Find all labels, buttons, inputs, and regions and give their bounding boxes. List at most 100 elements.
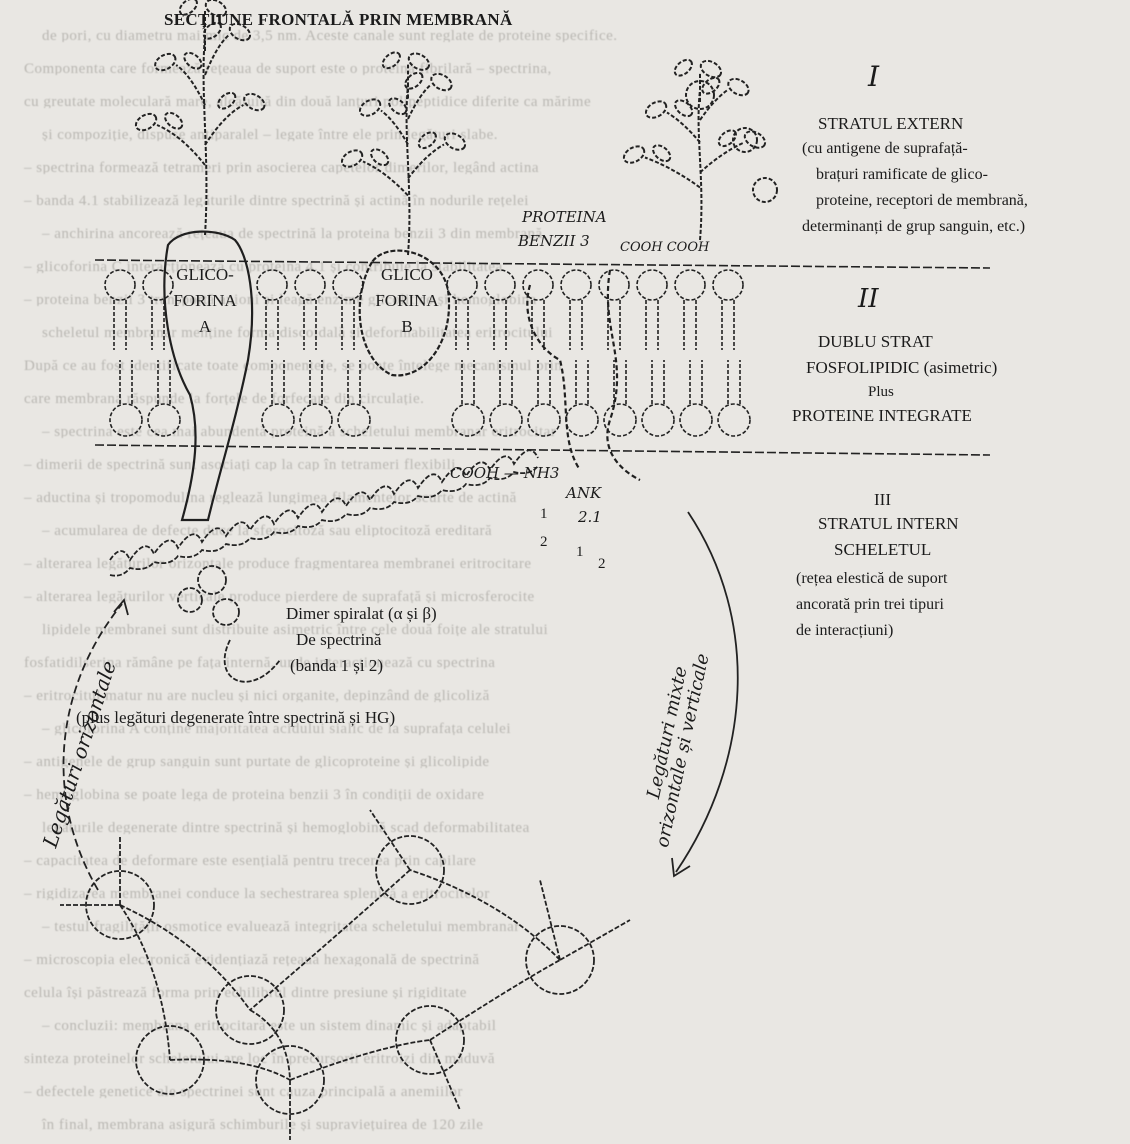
middle-layer-line-2: FOSFOLIPIDIC (asimetric) xyxy=(806,358,997,378)
spectrin-number-4: 2 xyxy=(598,556,606,573)
glycan-a-branch xyxy=(176,65,205,105)
lipid-head-inner xyxy=(604,404,636,436)
middle-layer-line-4: PROTEINE INTEGRATE xyxy=(792,406,972,426)
lipid-head-inner xyxy=(110,404,142,436)
spectrin-tetramer-link xyxy=(170,1059,290,1080)
ankyrin-label-1: ANK xyxy=(566,484,601,502)
lipid-head-inner xyxy=(566,404,598,436)
spectrin-tetramer-link xyxy=(430,1040,460,1110)
glycan-c-leaf xyxy=(672,57,695,79)
glycan-c-leaf xyxy=(621,143,647,166)
lipid-head-inner xyxy=(528,404,560,436)
lipid-tail-inner xyxy=(158,360,170,404)
glycan-b-leaf xyxy=(357,96,383,119)
inner-layer-line-1: STRATUL INTERN xyxy=(818,514,959,534)
glycan-b-leaf xyxy=(380,49,403,71)
glycan-a-leaf xyxy=(162,110,185,132)
outer-layer-desc-2: brațuri ramificate de glico- xyxy=(816,166,988,184)
glycan-b-branch xyxy=(408,85,431,119)
glycan-a-leaf xyxy=(215,90,238,112)
glycan-a-stem xyxy=(204,35,207,235)
glycan-c-leaf xyxy=(650,142,673,164)
lipid-tail-inner xyxy=(272,360,284,404)
spectrin-tetramer-link xyxy=(430,960,560,1040)
lipid-tail-outer xyxy=(722,300,734,350)
spectrin-tetramer-link xyxy=(250,1010,290,1080)
lipid-head-inner xyxy=(642,404,674,436)
spectrin-tetramer-link xyxy=(410,870,560,960)
inner-layer-line-4: ancorată prin trei tipuri xyxy=(796,596,944,614)
lipid-tail-outer xyxy=(684,300,696,350)
glycan-b-branch xyxy=(363,162,408,196)
inner-layer-line-5: de interacțiuni) xyxy=(796,622,893,640)
outer-layer-desc-1: (cu antigene de suprafață- xyxy=(802,140,968,158)
glycan-b-branch xyxy=(381,111,408,145)
glycan-c-leaf xyxy=(643,98,669,121)
lipid-tail-inner xyxy=(500,360,512,404)
glycan-a-leaf xyxy=(152,51,178,74)
lipid-tail-inner xyxy=(120,360,132,404)
middle-layer-line-3: Plus xyxy=(868,384,894,401)
glycophorin-a-label: GLICO- FORINA A xyxy=(160,262,250,340)
lipid-head-outer xyxy=(713,270,743,300)
spectrin-number-1: 1 xyxy=(540,506,548,523)
lipid-tail-outer xyxy=(532,300,544,350)
interaction-arrows xyxy=(64,512,738,890)
glycan-b-leaf xyxy=(402,70,425,92)
lipid-tail-outer xyxy=(456,300,468,350)
lipid-tail-outer xyxy=(342,300,354,350)
lipid-head-outer xyxy=(105,270,135,300)
glycan-branches xyxy=(133,0,777,255)
glycan-c-stem xyxy=(699,90,702,240)
band3-label-2: BENZII 3 xyxy=(518,232,590,250)
lipid-tail-inner xyxy=(348,360,360,404)
lipid-head-inner xyxy=(338,404,370,436)
glycan-c-branch xyxy=(645,158,700,188)
spectrin-tetramer-link xyxy=(250,870,410,1010)
glycan-c-bead xyxy=(753,178,777,202)
spectrin-tetramer-link xyxy=(290,1040,430,1080)
spectrin-loop xyxy=(225,640,280,682)
glycophorin-b-line-3: B xyxy=(362,314,452,340)
terminal-label: COOH — NH3 xyxy=(450,464,559,482)
glycan-b-leaf xyxy=(442,130,468,153)
glycan-c-leaf xyxy=(672,97,695,119)
spectrin-label-2: De spectrină xyxy=(296,630,381,650)
band-4-1-bead xyxy=(213,599,239,625)
mixed-arrow-head xyxy=(672,858,690,876)
lipid-head-inner xyxy=(300,404,332,436)
cooh-label: COOH COOH xyxy=(620,240,709,255)
outer-layer-title: STRATUL EXTERN xyxy=(818,114,963,134)
lipid-head-outer xyxy=(599,270,629,300)
glycophorin-b-line-1: GLICO xyxy=(362,262,452,288)
spectrin-label-1: Dimer spiralat (α și β) xyxy=(286,604,437,624)
lipid-tail-outer xyxy=(114,300,126,350)
glycan-a-branch xyxy=(157,125,205,165)
lipid-tail-inner xyxy=(728,360,740,404)
spectrin-tetramer-link xyxy=(370,810,410,870)
lipid-tail-outer xyxy=(646,300,658,350)
degenerate-bonds-label: (plus legături degenerate între spectrin… xyxy=(76,708,395,728)
glycophorin-b-label: GLICO FORINA B xyxy=(362,262,452,340)
lipid-head-outer xyxy=(561,270,591,300)
spectrin-tetramer-link xyxy=(560,920,630,960)
spectrin-tetramer-link xyxy=(540,880,560,960)
glycan-c-branch xyxy=(700,143,744,173)
lipid-tail-inner xyxy=(690,360,702,404)
lipid-head-outer xyxy=(257,270,287,300)
band-4-1-bead xyxy=(178,588,202,612)
layer-numeral-1: I xyxy=(868,60,879,93)
band3-label-1: PROTEINA xyxy=(522,208,607,226)
glycan-a-branch xyxy=(205,105,243,145)
glycophorin-a-line-3: A xyxy=(160,314,250,340)
lipid-head-outer xyxy=(333,270,363,300)
glycan-b-leaf xyxy=(416,129,439,151)
glycophorin-b-line-2: FORINA xyxy=(362,288,452,314)
lipid-head-outer xyxy=(637,270,667,300)
lipid-head-inner xyxy=(490,404,522,436)
glycan-a-leaf xyxy=(181,50,204,72)
inner-layer-line-2: SCHELETUL xyxy=(834,540,931,560)
spectrin-strand-beta xyxy=(110,466,538,576)
glycan-c-branch xyxy=(667,113,700,143)
glycan-b-branch xyxy=(408,145,444,179)
